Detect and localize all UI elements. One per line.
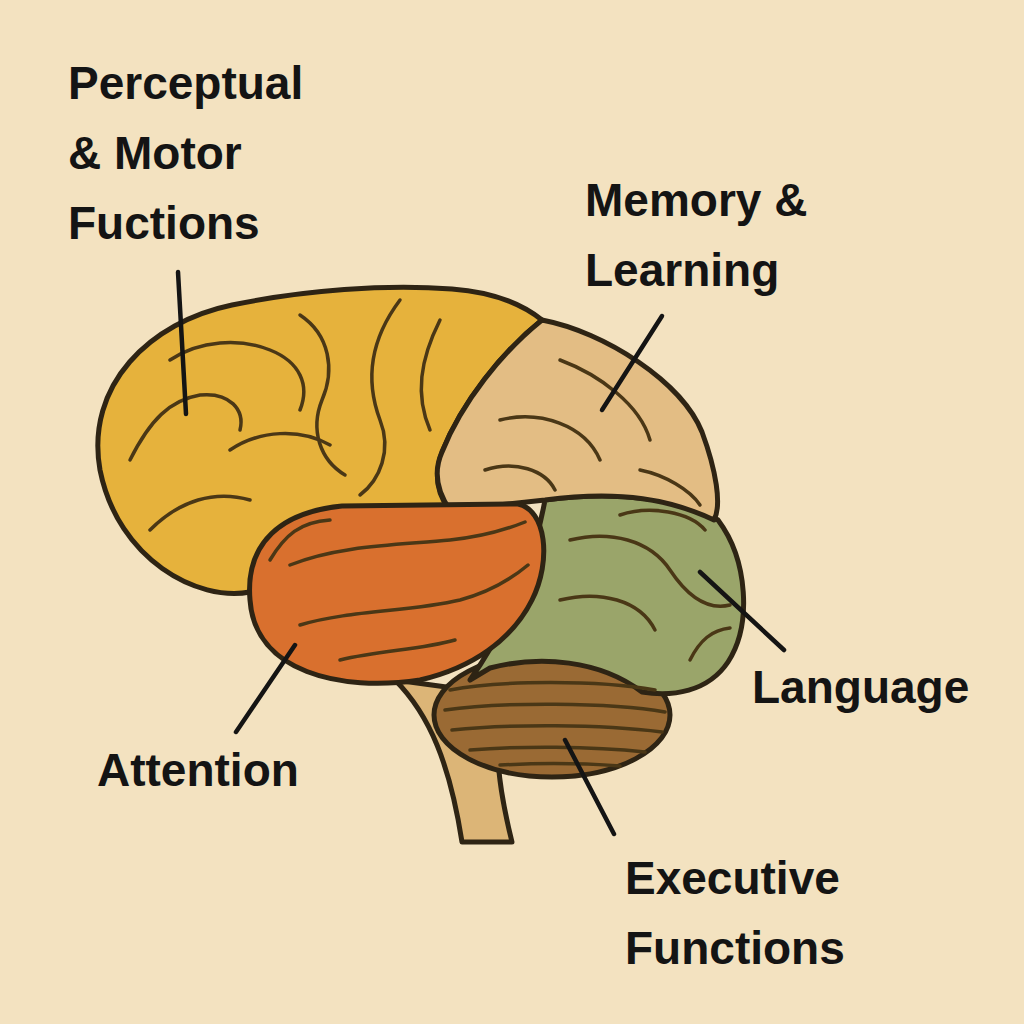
function-label: Memory & Learning [585,165,885,305]
leader-line [236,645,295,732]
leader-line [602,316,662,410]
temporal-region [250,504,544,683]
leader-line [700,572,784,650]
function-label: Language [752,652,1014,722]
parietal-region [437,320,717,520]
function-label: Perceptual & Motor Fuctions [68,48,330,258]
leader-line [178,272,186,414]
leader-line [565,740,614,834]
function-label: Executive Functions [625,843,945,983]
function-label: Attention [97,735,397,805]
